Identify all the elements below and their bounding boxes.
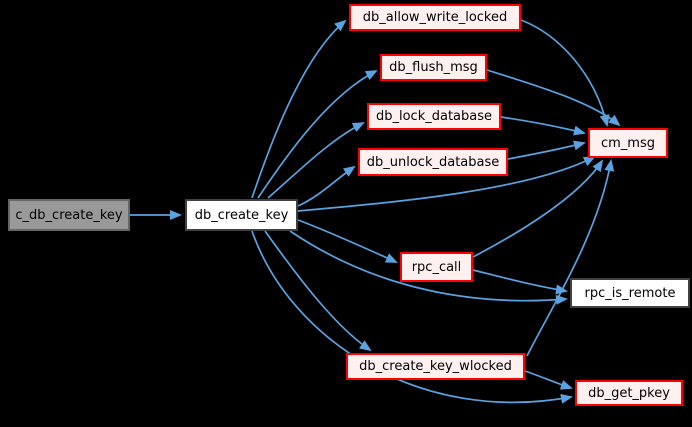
edge-db_lock_database-to-cm_msg	[500, 116, 586, 136]
node-db_create_key[interactable]: db_create_key	[185, 199, 298, 231]
edge-rpc_call-to-cm_msg	[472, 159, 604, 258]
node-rpc_is_remote[interactable]: rpc_is_remote	[570, 278, 690, 308]
node-label: rpc_call	[411, 259, 462, 275]
node-c_db_create_key: c_db_create_key	[8, 199, 130, 231]
edge-db_create_key-to-cm_msg	[297, 156, 596, 212]
node-label: db_flush_msg	[389, 60, 478, 75]
node-db_allow_write_locked[interactable]: db_allow_write_locked	[349, 4, 521, 31]
node-label: c_db_create_key	[15, 207, 123, 223]
node-label: db_create_key	[194, 207, 289, 223]
edge-db_create_key-to-db_lock_database	[267, 122, 365, 199]
node-label: cm_msg	[601, 135, 655, 151]
edge-db_allow_write_locked-to-cm_msg	[520, 19, 610, 127]
node-label: rpc_is_remote	[584, 285, 676, 301]
node-rpc_call[interactable]: rpc_call	[400, 252, 473, 282]
node-cm_msg[interactable]: cm_msg	[588, 128, 668, 158]
node-db_flush_msg[interactable]: db_flush_msg	[380, 54, 487, 81]
edge-db_create_key-to-rpc_is_remote	[289, 230, 568, 305]
edge-db_create_key-to-db_create_key_wlocked	[264, 230, 372, 352]
node-db_create_key_wlocked[interactable]: db_create_key_wlocked	[346, 353, 525, 380]
edge-rpc_call-to-rpc_is_remote	[472, 269, 568, 295]
edge-db_create_key-to-db_unlock_database	[297, 165, 356, 207]
node-label: db_unlock_database	[366, 154, 500, 170]
edge-db_create_key_wlocked-to-db_get_pkey	[524, 370, 573, 390]
node-label: db_get_pkey	[588, 385, 670, 401]
node-label: db_allow_write_locked	[362, 10, 508, 25]
edge-db_create_key-to-rpc_call	[297, 219, 398, 263]
node-db_unlock_database[interactable]: db_unlock_database	[358, 148, 508, 176]
edge-db_flush_msg-to-cm_msg	[486, 69, 621, 127]
edge-db_unlock_database-to-cm_msg	[507, 140, 586, 160]
node-db_lock_database[interactable]: db_lock_database	[367, 103, 501, 130]
edge-db_create_key-to-db_allow_write_locked	[251, 19, 347, 199]
node-label: db_create_key_wlocked	[359, 359, 512, 374]
node-label: db_lock_database	[375, 109, 493, 124]
edge-db_create_key_wlocked-to-cm_msg	[526, 159, 615, 357]
node-db_get_pkey[interactable]: db_get_pkey	[575, 380, 683, 406]
edge-db_create_key-to-db_flush_msg	[257, 70, 378, 199]
